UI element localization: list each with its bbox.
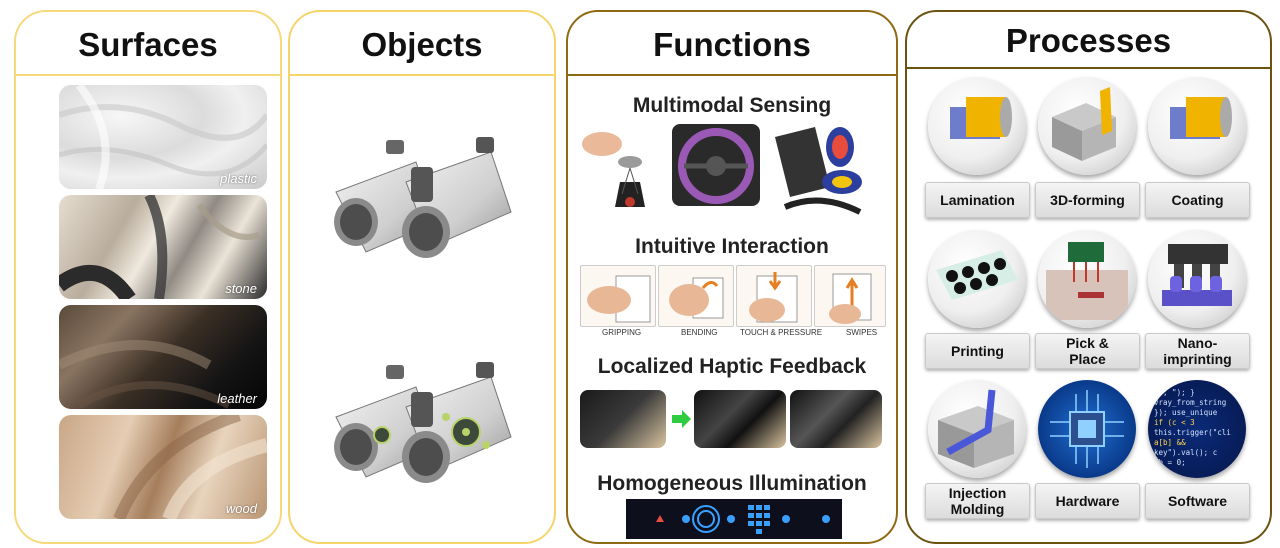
leather-texture [59, 340, 231, 409]
haptic-tile-2 [694, 390, 786, 448]
surface-label-stone: stone [225, 281, 257, 296]
functions-divider [568, 74, 896, 76]
touch-pressure-caption: TOUCH & PRESSURE [740, 328, 823, 337]
printing-dots-icon [936, 250, 1018, 300]
code-line: a[b] && [1154, 438, 1186, 447]
pick-place-label: Pick & Place [1035, 333, 1140, 369]
bending-tile [658, 265, 734, 327]
haptic-tile-3 [790, 390, 882, 448]
nano-imprinting-circle [1148, 230, 1246, 328]
surface-stone: stone [59, 195, 267, 299]
processes-title: Processes [1005, 22, 1172, 59]
functions-title: Functions [653, 26, 811, 63]
wood-texture [113, 415, 267, 519]
hardware-label: Hardware [1035, 483, 1140, 519]
binoculars-smart-image [334, 362, 512, 483]
surfaces-title: Surfaces [78, 26, 218, 63]
coating-circle [1148, 77, 1246, 175]
objects-title: Objects [361, 26, 483, 63]
surface-leather: leather [59, 305, 267, 409]
3d-forming-label: 3D-forming [1035, 182, 1140, 218]
intuitive-interaction-heading: Intuitive Interaction [635, 235, 829, 258]
objects-divider [290, 74, 554, 76]
software-code-text: r"; "); } vray_from_string }); use_uniqu… [1154, 388, 1244, 468]
gripping-hand-icon [587, 275, 651, 323]
injection-molding-mold-icon [938, 389, 1014, 468]
gripping-caption: GRIPPING [602, 328, 642, 337]
functions-panel: Functions Multimodal Sensing Intuitive I… [566, 10, 898, 544]
code-line: r"; "); } [1154, 388, 1195, 397]
surfaces-divider [16, 74, 280, 76]
coating-roller-icon [1170, 97, 1232, 139]
code-line: }); use_unique [1154, 408, 1218, 417]
lamination-circle [928, 77, 1026, 175]
printing-label: Printing [925, 333, 1030, 369]
swipes-caption: SWIPES [846, 328, 878, 337]
surface-label-plastic: plastic [220, 171, 257, 186]
3d-forming-circle [1038, 77, 1136, 175]
injection-molding-circle [928, 380, 1026, 478]
binoculars-plain-image [334, 137, 512, 258]
bending-hand-icon [669, 277, 724, 319]
multimodal-sensing-heading: Multimodal Sensing [632, 94, 832, 117]
code-line: this.trigger("cli [1154, 428, 1231, 437]
pick-place-chip-icon [1046, 242, 1128, 320]
lamination-roller-icon [950, 97, 1012, 139]
code-line: key").val(); c [1154, 448, 1218, 457]
stone-texture [59, 195, 260, 299]
printing-circle [928, 230, 1026, 328]
nano-imprinting-stamp-icon [1162, 244, 1232, 306]
gripping-tile [580, 265, 656, 327]
arrow-right-icon [672, 410, 691, 428]
surface-label-wood: wood [225, 501, 257, 516]
code-line: if (c < 3 [1154, 418, 1195, 427]
illumination-panel-image [626, 499, 842, 539]
surface-wood: wood [59, 415, 267, 519]
processes-panel: Processes Lamination 3D-forming Coating … [905, 10, 1272, 544]
touch-pressure-tile [736, 265, 812, 327]
hardware-circle [1038, 380, 1136, 478]
swipes-tile [814, 265, 886, 327]
touch-pressure-icon [749, 272, 798, 323]
surface-label-leather: leather [217, 391, 257, 406]
hardware-chip-icon [1050, 390, 1124, 468]
software-circle: r"; "); } vray_from_string }); use_uniqu… [1148, 380, 1246, 478]
illumination-heading: Homogeneous Illumination [597, 472, 867, 495]
code-line: vray_from_string [1154, 398, 1227, 407]
swipes-icon [829, 273, 872, 324]
haptic-tile-1 [580, 390, 666, 448]
code-line: (b = 0; [1154, 458, 1186, 467]
plastic-texture [59, 85, 267, 189]
3d-forming-block-icon [1052, 87, 1116, 161]
pick-place-circle [1038, 230, 1136, 328]
software-label: Software [1145, 483, 1250, 519]
processes-divider [907, 67, 1270, 69]
lamination-label: Lamination [925, 182, 1030, 218]
multimodal-sensing-images [582, 124, 862, 215]
coating-label: Coating [1145, 182, 1250, 218]
injection-molding-label: Injection Molding [925, 483, 1030, 519]
surfaces-panel: Surfaces plastic stone leather wood [14, 10, 282, 544]
haptic-feedback-heading: Localized Haptic Feedback [597, 355, 867, 378]
nano-imprinting-label: Nano-imprinting [1145, 333, 1250, 369]
surface-plastic: plastic [59, 85, 267, 189]
bending-caption: BENDING [681, 328, 718, 337]
objects-panel: Objects [288, 10, 556, 544]
